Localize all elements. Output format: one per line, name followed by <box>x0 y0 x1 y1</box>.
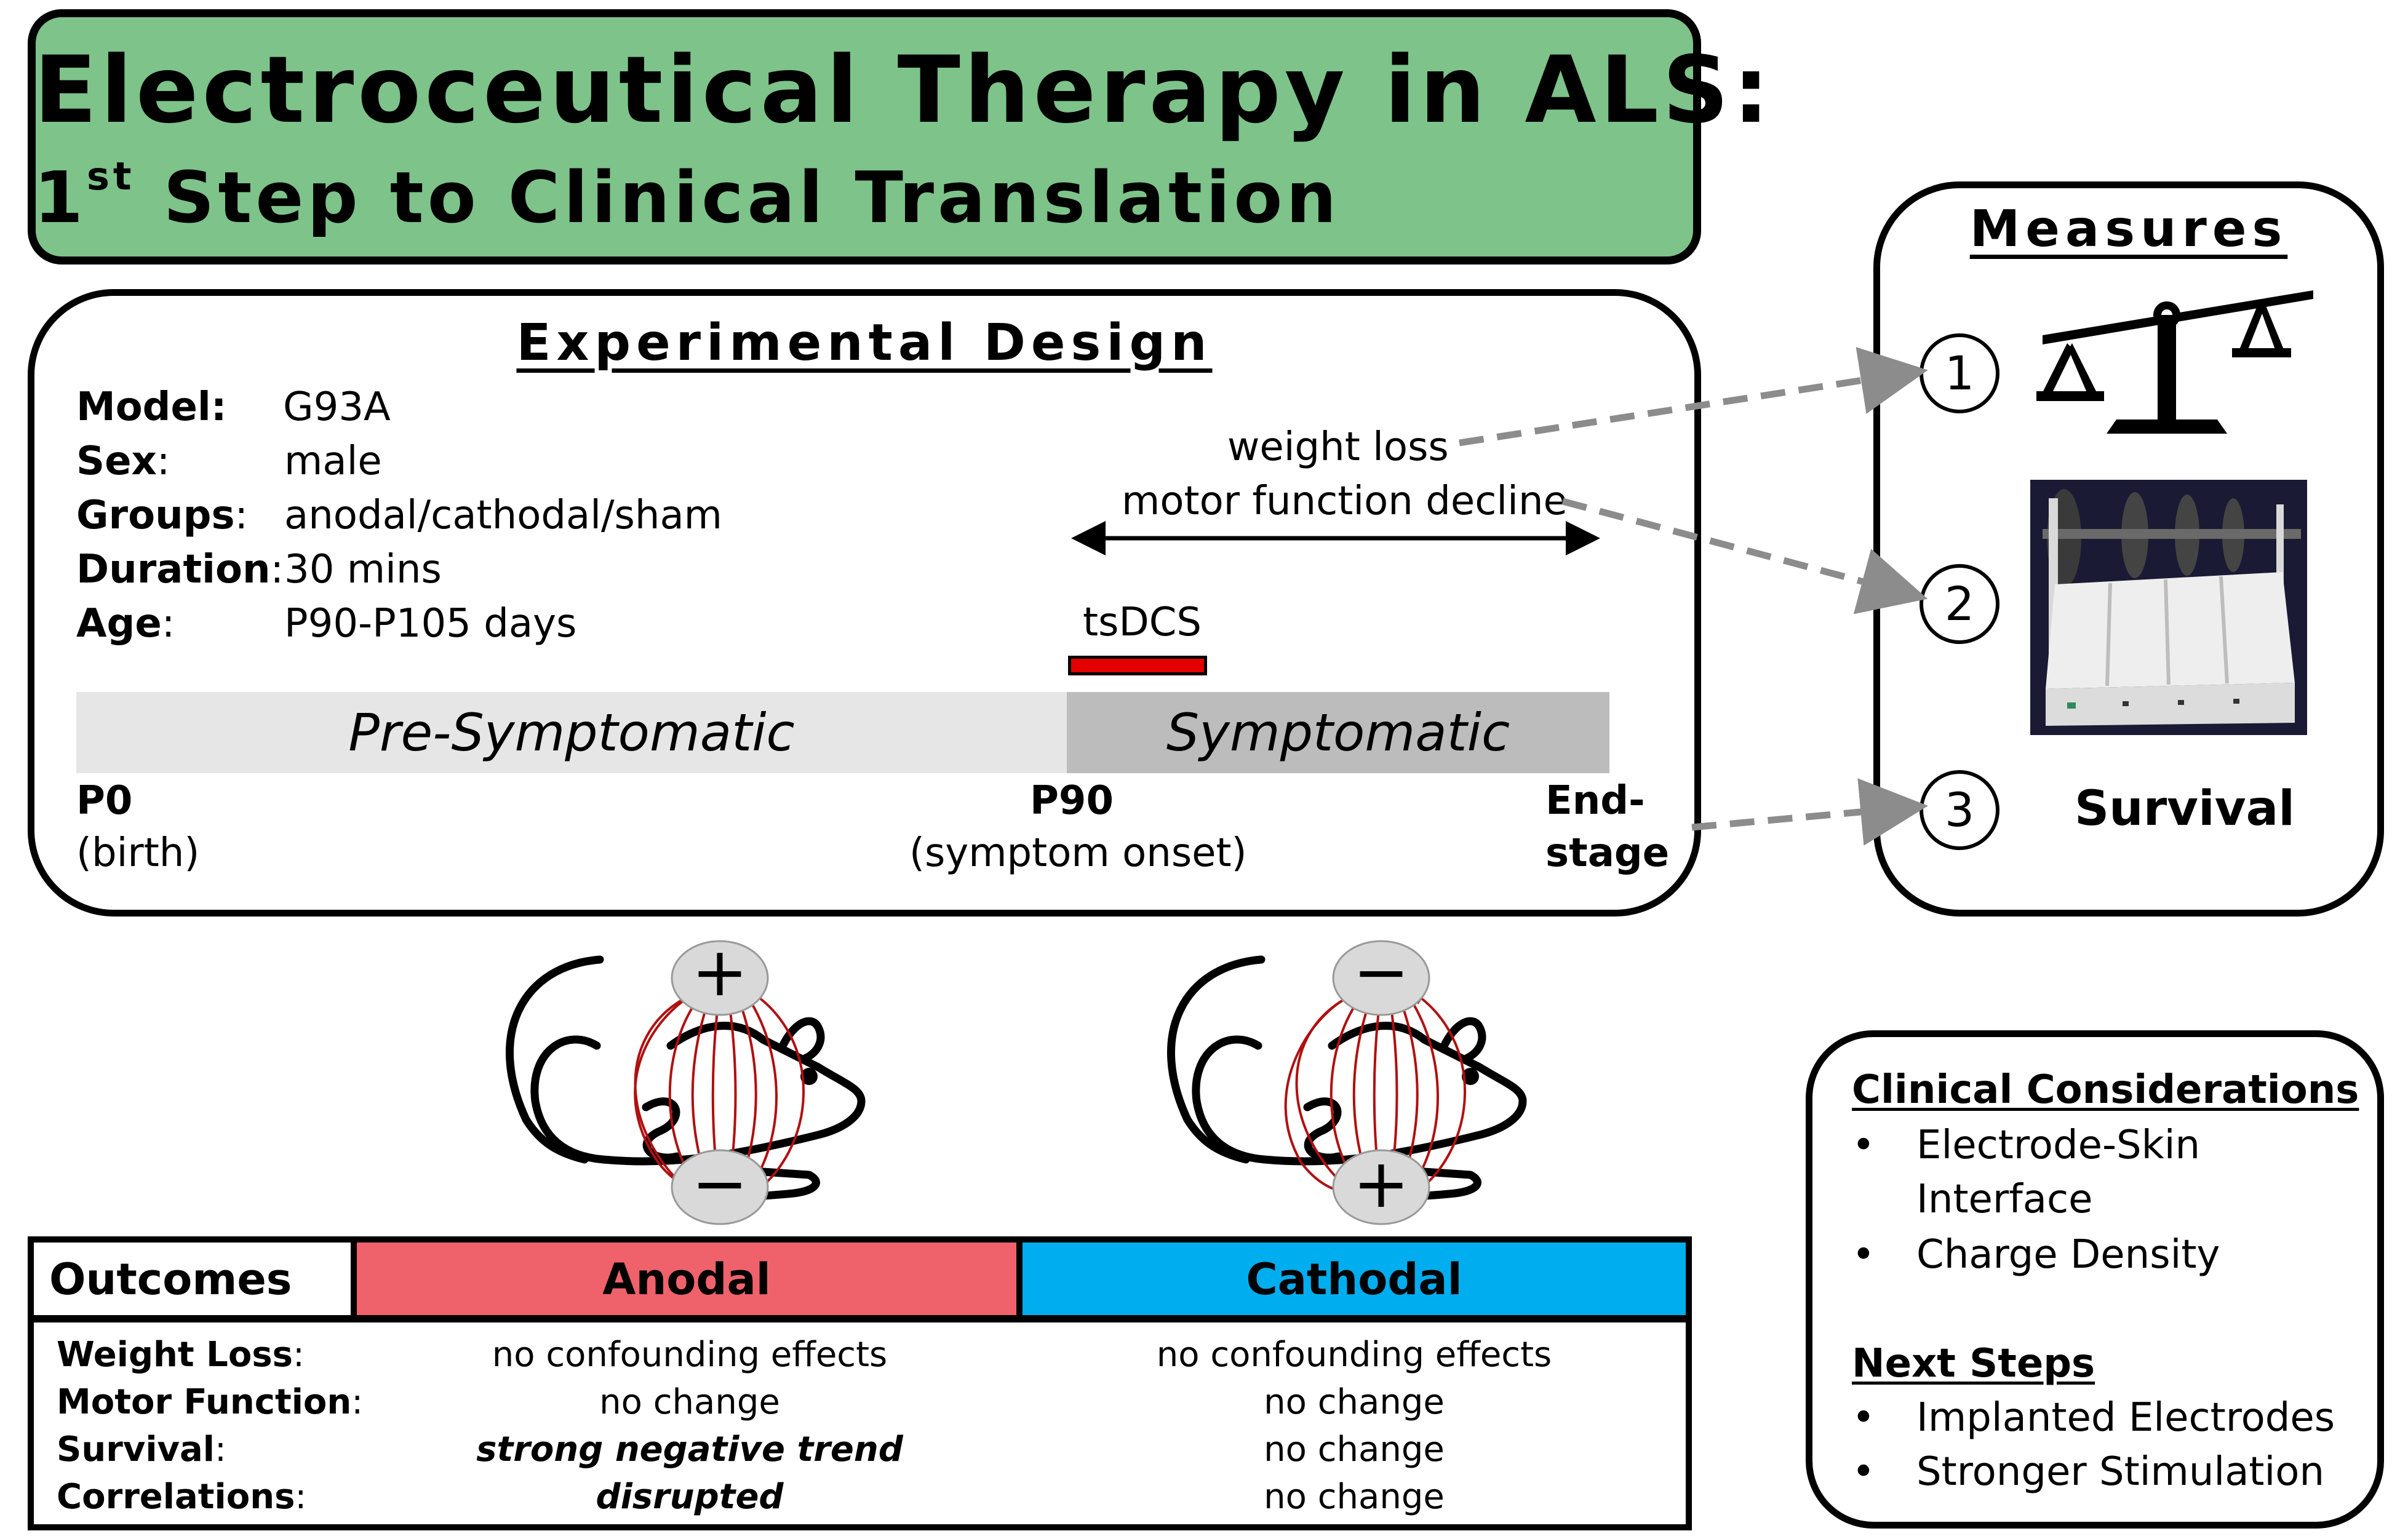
cell-anodal-weight-loss: no confounding effects <box>492 1335 888 1375</box>
header-cathodal: Cathodal <box>1023 1243 1686 1316</box>
title-subtitle: 1st Step to Clinical Translation <box>34 154 1341 239</box>
cathodal-top-electrode <box>1332 940 1430 1016</box>
header-anodal: Anodal <box>357 1243 1023 1316</box>
anodal-top-electrode <box>671 940 769 1016</box>
mouse-eye <box>1462 1068 1479 1085</box>
annotation-weight-loss: weight loss <box>1227 424 1449 470</box>
field-sex-value: male <box>284 439 382 484</box>
mouse-eye <box>800 1068 818 1085</box>
bullet-icon: • <box>1852 1449 1875 1495</box>
design-heading: Experimental Design <box>516 314 1213 372</box>
rotarod-apparatus-image <box>2030 480 2307 735</box>
timeline-p90-note: (symptom onset) <box>909 830 1247 876</box>
title-banner <box>28 9 1701 264</box>
timeline-p0-note: (birth) <box>76 830 200 876</box>
arrow-motor-to-measure-2 <box>1561 498 1928 614</box>
cell-anodal-survival: strong negative trend <box>476 1430 903 1469</box>
rotarod-illustration <box>2030 480 2307 735</box>
subtitle-text: Step to Clinical Translation <box>135 157 1341 239</box>
header-outcomes: Outcomes <box>34 1243 357 1316</box>
annotation-tsdcs: tsDCS <box>1083 600 1202 645</box>
balance-scale-icon <box>2036 290 2313 434</box>
bullet-icon: • <box>1852 1395 1875 1441</box>
subtitle-ordinal: st <box>87 154 135 199</box>
anodal-bottom-electrode-sign: − <box>692 1144 748 1223</box>
cathodal-bottom-electrode-sign: + <box>1353 1144 1409 1223</box>
field-age-label: Age: <box>76 601 175 646</box>
bullet-icon: • <box>1852 1123 1875 1168</box>
row-label-weight-loss: Weight Loss: <box>57 1335 305 1375</box>
consideration-2: Charge Density <box>1916 1232 2220 1278</box>
cell-cathodal-weight-loss: no confounding effects <box>1156 1335 1552 1375</box>
cell-anodal-correlations: disrupted <box>596 1477 784 1517</box>
next-step-2: Stronger Stimulation <box>1916 1449 2324 1495</box>
tsdcs-duration-bar <box>1068 656 1207 675</box>
consideration-1-line2: Interface <box>1916 1177 2093 1222</box>
row-label-survival: Survival: <box>57 1430 226 1469</box>
field-duration-value: 30 mins <box>284 547 442 592</box>
timeline-endstage-1: End- <box>1545 778 1645 824</box>
arrow-weight-to-measure-1 <box>1459 347 1928 447</box>
title-main: Electroceutical Therapy in ALS: <box>34 37 1774 144</box>
anodal-mouse-illustration: + − <box>506 933 866 1225</box>
bullet-icon: • <box>1852 1232 1875 1278</box>
cell-cathodal-survival: no change <box>1264 1430 1445 1469</box>
clinical-considerations-heading: Clinical Considerations <box>1852 1067 2359 1113</box>
experimental-design-panel <box>28 289 1701 917</box>
row-label-correlations: Correlations: <box>57 1477 307 1517</box>
measure-survival-label: Survival <box>2075 781 2295 837</box>
field-age-value: P90-P105 days <box>284 601 577 646</box>
next-steps-heading: Next Steps <box>1852 1341 2095 1386</box>
anodal-top-electrode-sign: + <box>692 933 748 1011</box>
mouse-outline <box>1167 955 1527 1201</box>
field-model-label: Model: <box>76 384 227 430</box>
field-groups-label: Groups: <box>76 493 249 538</box>
field-sex-label: Sex: <box>76 439 170 484</box>
measure-number-1: 1 <box>1920 333 1999 413</box>
cathodal-mouse-illustration: − + <box>1167 933 1527 1225</box>
row-label-motor-function: Motor Function: <box>57 1382 364 1422</box>
phase-presymptomatic: Pre-Symptomatic <box>76 692 1067 773</box>
cell-cathodal-correlations: no change <box>1264 1477 1445 1517</box>
arrow-endstage-to-measure-3 <box>1691 778 1928 846</box>
anodal-bottom-electrode <box>671 1149 769 1225</box>
timeline-p0: P0 <box>76 778 133 824</box>
phase-symptomatic: Symptomatic <box>1067 692 1609 773</box>
field-duration-label: Duration: <box>76 547 284 592</box>
cell-anodal-motor-function: no change <box>599 1382 780 1422</box>
timeline-p90: P90 <box>1030 778 1114 824</box>
cell-cathodal-motor-function: no change <box>1264 1382 1445 1422</box>
clinical-panel <box>1806 1030 2384 1529</box>
cathodal-bottom-electrode <box>1332 1149 1430 1225</box>
subtitle-number: 1 <box>34 157 87 239</box>
field-model-value: G93A <box>283 384 391 430</box>
annotation-motor-decline: motor function decline <box>1122 479 1568 524</box>
measure-number-2: 2 <box>1920 564 1999 644</box>
header-divider <box>28 1315 1692 1322</box>
consideration-1-line1: Electrode-Skin <box>1916 1123 2201 1168</box>
measures-heading: Measures <box>1969 200 2288 258</box>
timeline-endstage-2: stage <box>1545 830 1670 876</box>
next-step-1: Implanted Electrodes <box>1916 1395 2335 1441</box>
outcomes-table <box>28 1236 1692 1530</box>
field-groups-value: anodal/cathodal/sham <box>284 493 722 538</box>
cathodal-top-electrode-sign: − <box>1353 933 1409 1011</box>
